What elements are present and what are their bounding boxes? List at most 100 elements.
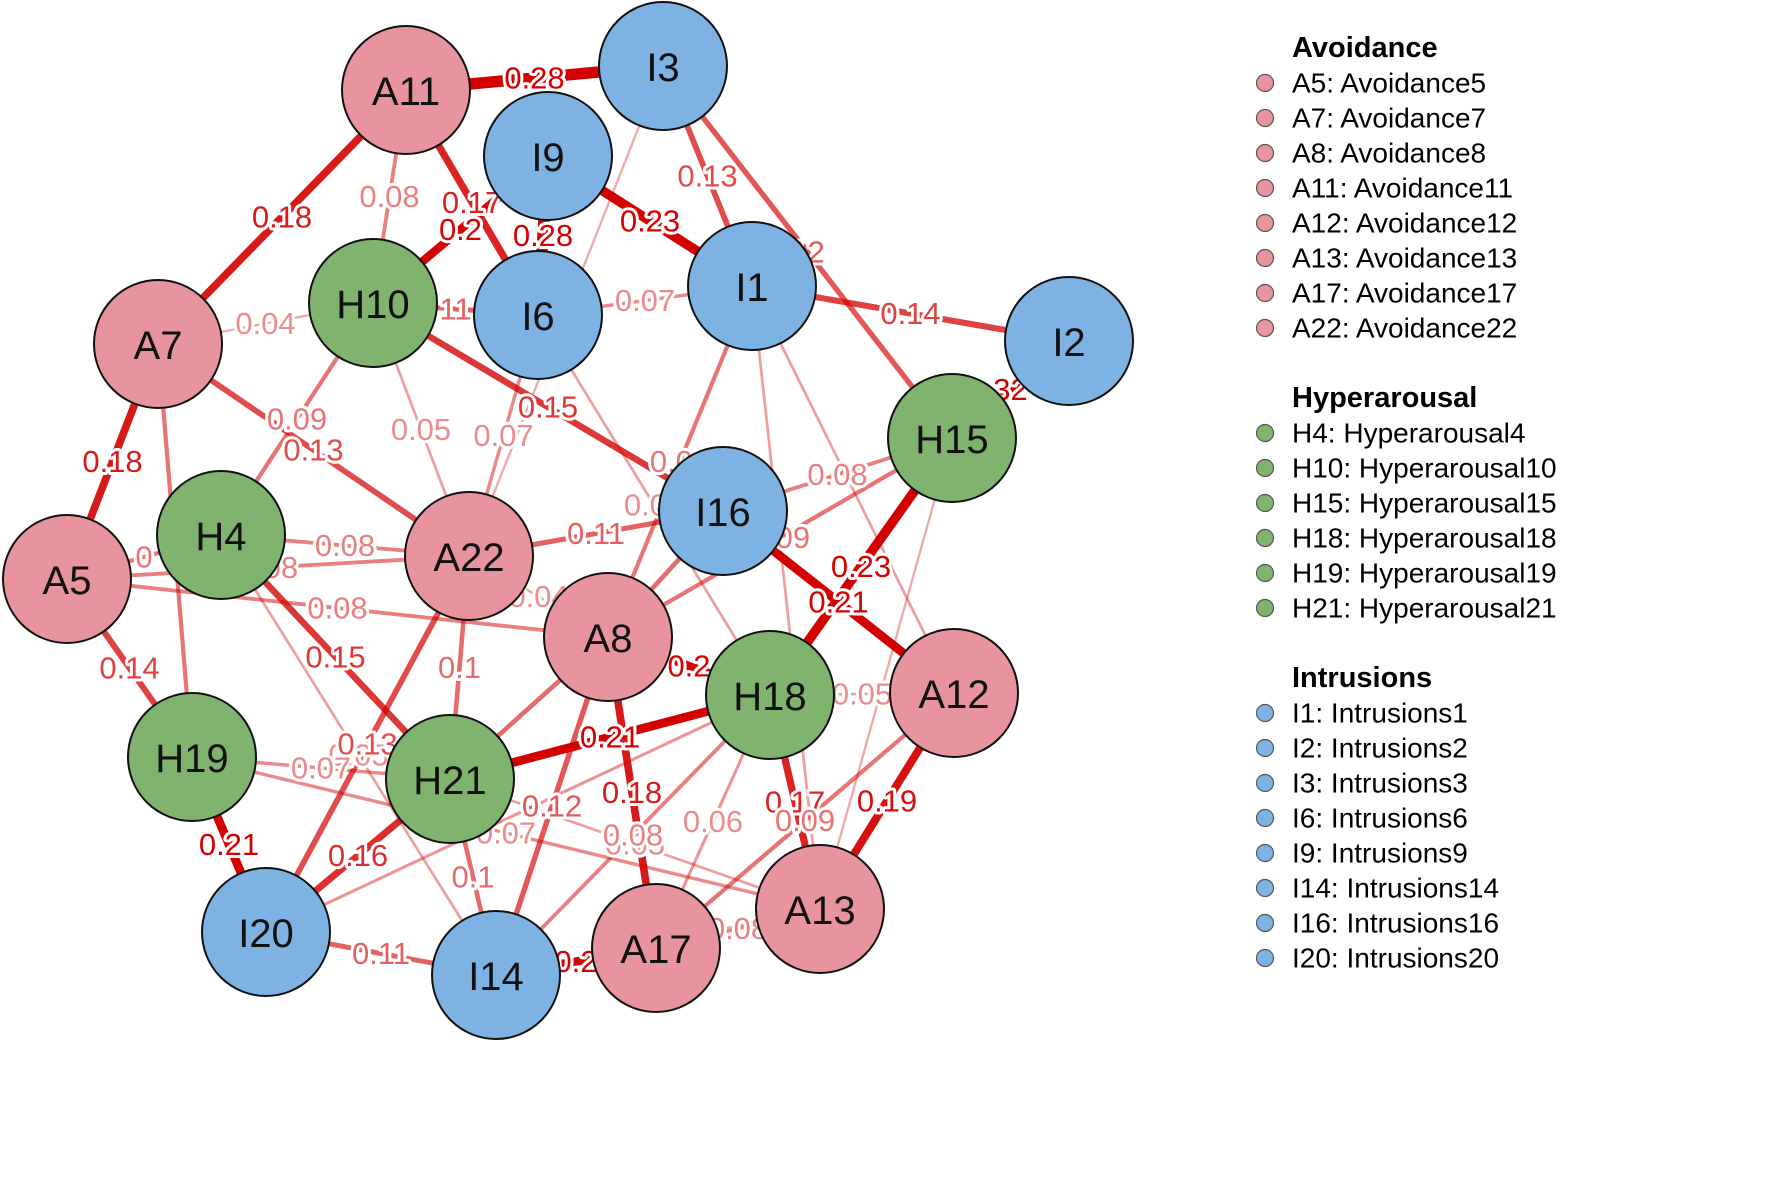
legend-marker-icon xyxy=(1255,213,1275,233)
legend-title-intrusions: Intrusions xyxy=(1292,662,1432,694)
edge-label-H15-H18: 0.23 xyxy=(831,549,891,584)
node-H21[interactable]: H21 xyxy=(385,714,515,844)
node-I20[interactable]: I20 xyxy=(201,867,331,997)
edge-label-H4-H21: 0.15 xyxy=(305,640,365,675)
node-circle-I6[interactable] xyxy=(473,250,603,380)
edge-label-H19-H21: 0.07 xyxy=(291,751,351,786)
node-label-A11: A11 xyxy=(372,70,440,114)
node-circle-H4[interactable] xyxy=(156,470,286,600)
edge-label-halo-H10-H4: 0.09 xyxy=(267,402,327,437)
edge-label-A5-H19: 0.14 xyxy=(99,651,159,686)
legend-item: I3: Intrusions3 xyxy=(1292,768,1468,799)
node-circle-A17[interactable] xyxy=(591,883,721,1013)
node-circle-H18[interactable] xyxy=(705,630,835,760)
legend-item: A17: Avoidance17 xyxy=(1292,278,1517,309)
edge-label-halo-H21-I14: 0.1 xyxy=(451,860,494,895)
edge-label-A11-I6: 0.17 xyxy=(442,185,502,220)
legend-item: A12: Avoidance12 xyxy=(1292,208,1517,239)
node-circle-A7[interactable] xyxy=(93,279,223,409)
node-circle-I14[interactable] xyxy=(431,910,561,1040)
node-circle-A22[interactable] xyxy=(404,491,534,621)
edge-label-H18-H21: 0.21 xyxy=(580,720,640,755)
legend-marker-icon xyxy=(1255,493,1275,513)
edge-label-I16-A12: 0.21 xyxy=(808,585,868,620)
legend-item: H10: Hyperarousal10 xyxy=(1292,453,1557,484)
edge-label-A7-A5: 0.18 xyxy=(82,444,142,479)
node-A5[interactable]: A5 xyxy=(2,514,132,644)
edge-label-halo-A7-H10: 0.04 xyxy=(235,306,295,341)
node-label-A17: A17 xyxy=(620,928,691,972)
edge-label-A11-H10: 0.08 xyxy=(359,179,419,214)
node-H19[interactable]: H19 xyxy=(127,692,257,822)
legend-marker-icon xyxy=(1255,773,1275,793)
node-I14[interactable]: I14 xyxy=(431,910,561,1040)
edge-label-halo-H18-A17: 0.06 xyxy=(683,804,743,839)
node-label-A7: A7 xyxy=(134,324,183,368)
edge-label-halo-A7-A22: 0.13 xyxy=(283,433,343,468)
node-circle-I20[interactable] xyxy=(201,867,331,997)
legend-title-avoidance: Avoidance xyxy=(1292,32,1438,64)
node-circle-H19[interactable] xyxy=(127,692,257,822)
node-A17[interactable]: A17 xyxy=(591,883,721,1013)
node-circle-A11[interactable] xyxy=(341,25,471,155)
node-circle-A13[interactable] xyxy=(755,844,885,974)
node-circle-I9[interactable] xyxy=(483,91,613,221)
legend-item: I2: Intrusions2 xyxy=(1292,733,1468,764)
node-I1[interactable]: I1 xyxy=(687,221,817,351)
edge-I20-H18 xyxy=(265,693,771,934)
legend-item: A7: Avoidance7 xyxy=(1292,103,1486,134)
node-A11[interactable]: A11 xyxy=(341,25,471,155)
node-circle-I2[interactable] xyxy=(1004,276,1134,406)
node-circle-H15[interactable] xyxy=(887,373,1017,503)
node-H4[interactable]: H4 xyxy=(156,470,286,600)
node-A7[interactable]: A7 xyxy=(93,279,223,409)
node-A22[interactable]: A22 xyxy=(404,491,534,621)
edge-label-halo-I20-I14: 0.11 xyxy=(352,936,410,971)
node-circle-I3[interactable] xyxy=(598,1,728,131)
edge-label-halo-H21-A13: 0.05 xyxy=(605,827,665,862)
node-label-A13: A13 xyxy=(784,889,855,933)
edge-I3-H15 xyxy=(660,64,955,440)
node-label-H15: H15 xyxy=(915,418,988,462)
node-H10[interactable]: H10 xyxy=(308,238,438,368)
node-label-I6: I6 xyxy=(521,295,554,339)
edge-label-halo-H18-H21: 0.21 xyxy=(580,720,640,755)
node-I3[interactable]: I3 xyxy=(598,1,728,131)
node-H15[interactable]: H15 xyxy=(887,373,1017,503)
edge-A12-A17 xyxy=(654,691,956,950)
node-H18[interactable]: H18 xyxy=(705,630,835,760)
node-I16[interactable]: I16 xyxy=(658,446,788,576)
edge-label-H21-I14: 0.1 xyxy=(451,860,494,895)
node-circle-I1[interactable] xyxy=(687,221,817,351)
edge-label-A8-A17: 0.18 xyxy=(602,775,662,810)
edge-label-halo-H4-I14: 0.05 xyxy=(328,738,388,773)
node-circle-A12[interactable] xyxy=(889,628,1019,758)
edge-label-halo-I16-A12: 0.21 xyxy=(808,585,868,620)
edge-label-A12-A17: 0.09 xyxy=(775,803,835,838)
node-A13[interactable]: A13 xyxy=(755,844,885,974)
node-circle-A5[interactable] xyxy=(2,514,132,644)
edge-I1-A12 xyxy=(750,285,956,694)
node-A8[interactable]: A8 xyxy=(543,572,673,702)
edge-label-halo-H19-I20: 0.21 xyxy=(199,827,259,862)
node-circle-H10[interactable] xyxy=(308,238,438,368)
node-I2[interactable]: I2 xyxy=(1004,276,1134,406)
node-I6[interactable]: I6 xyxy=(473,250,603,380)
edge-label-I3-I1: 0.13 xyxy=(677,159,737,194)
legend-item: H15: Hyperarousal15 xyxy=(1292,488,1557,519)
legend-marker-icon xyxy=(1255,143,1275,163)
node-I9[interactable]: I9 xyxy=(483,91,613,221)
node-A12[interactable]: A12 xyxy=(889,628,1019,758)
edge-A22-I20 xyxy=(263,554,472,934)
node-circle-I16[interactable] xyxy=(658,446,788,576)
edge-label-halo-A12-A13: 0.19 xyxy=(857,784,917,819)
legend-title-hyperarousal: Hyperarousal xyxy=(1292,382,1477,414)
node-circle-A8[interactable] xyxy=(543,572,673,702)
edge-label-halo-A12-A17: 0.09 xyxy=(775,803,835,838)
node-label-I14: I14 xyxy=(468,955,524,999)
node-circle-H21[interactable] xyxy=(385,714,515,844)
legend-marker-icon xyxy=(1255,318,1275,338)
edge-label-A7-H10: 0.04 xyxy=(235,306,295,341)
edge-label-I6-I1: 0.07 xyxy=(615,283,675,318)
